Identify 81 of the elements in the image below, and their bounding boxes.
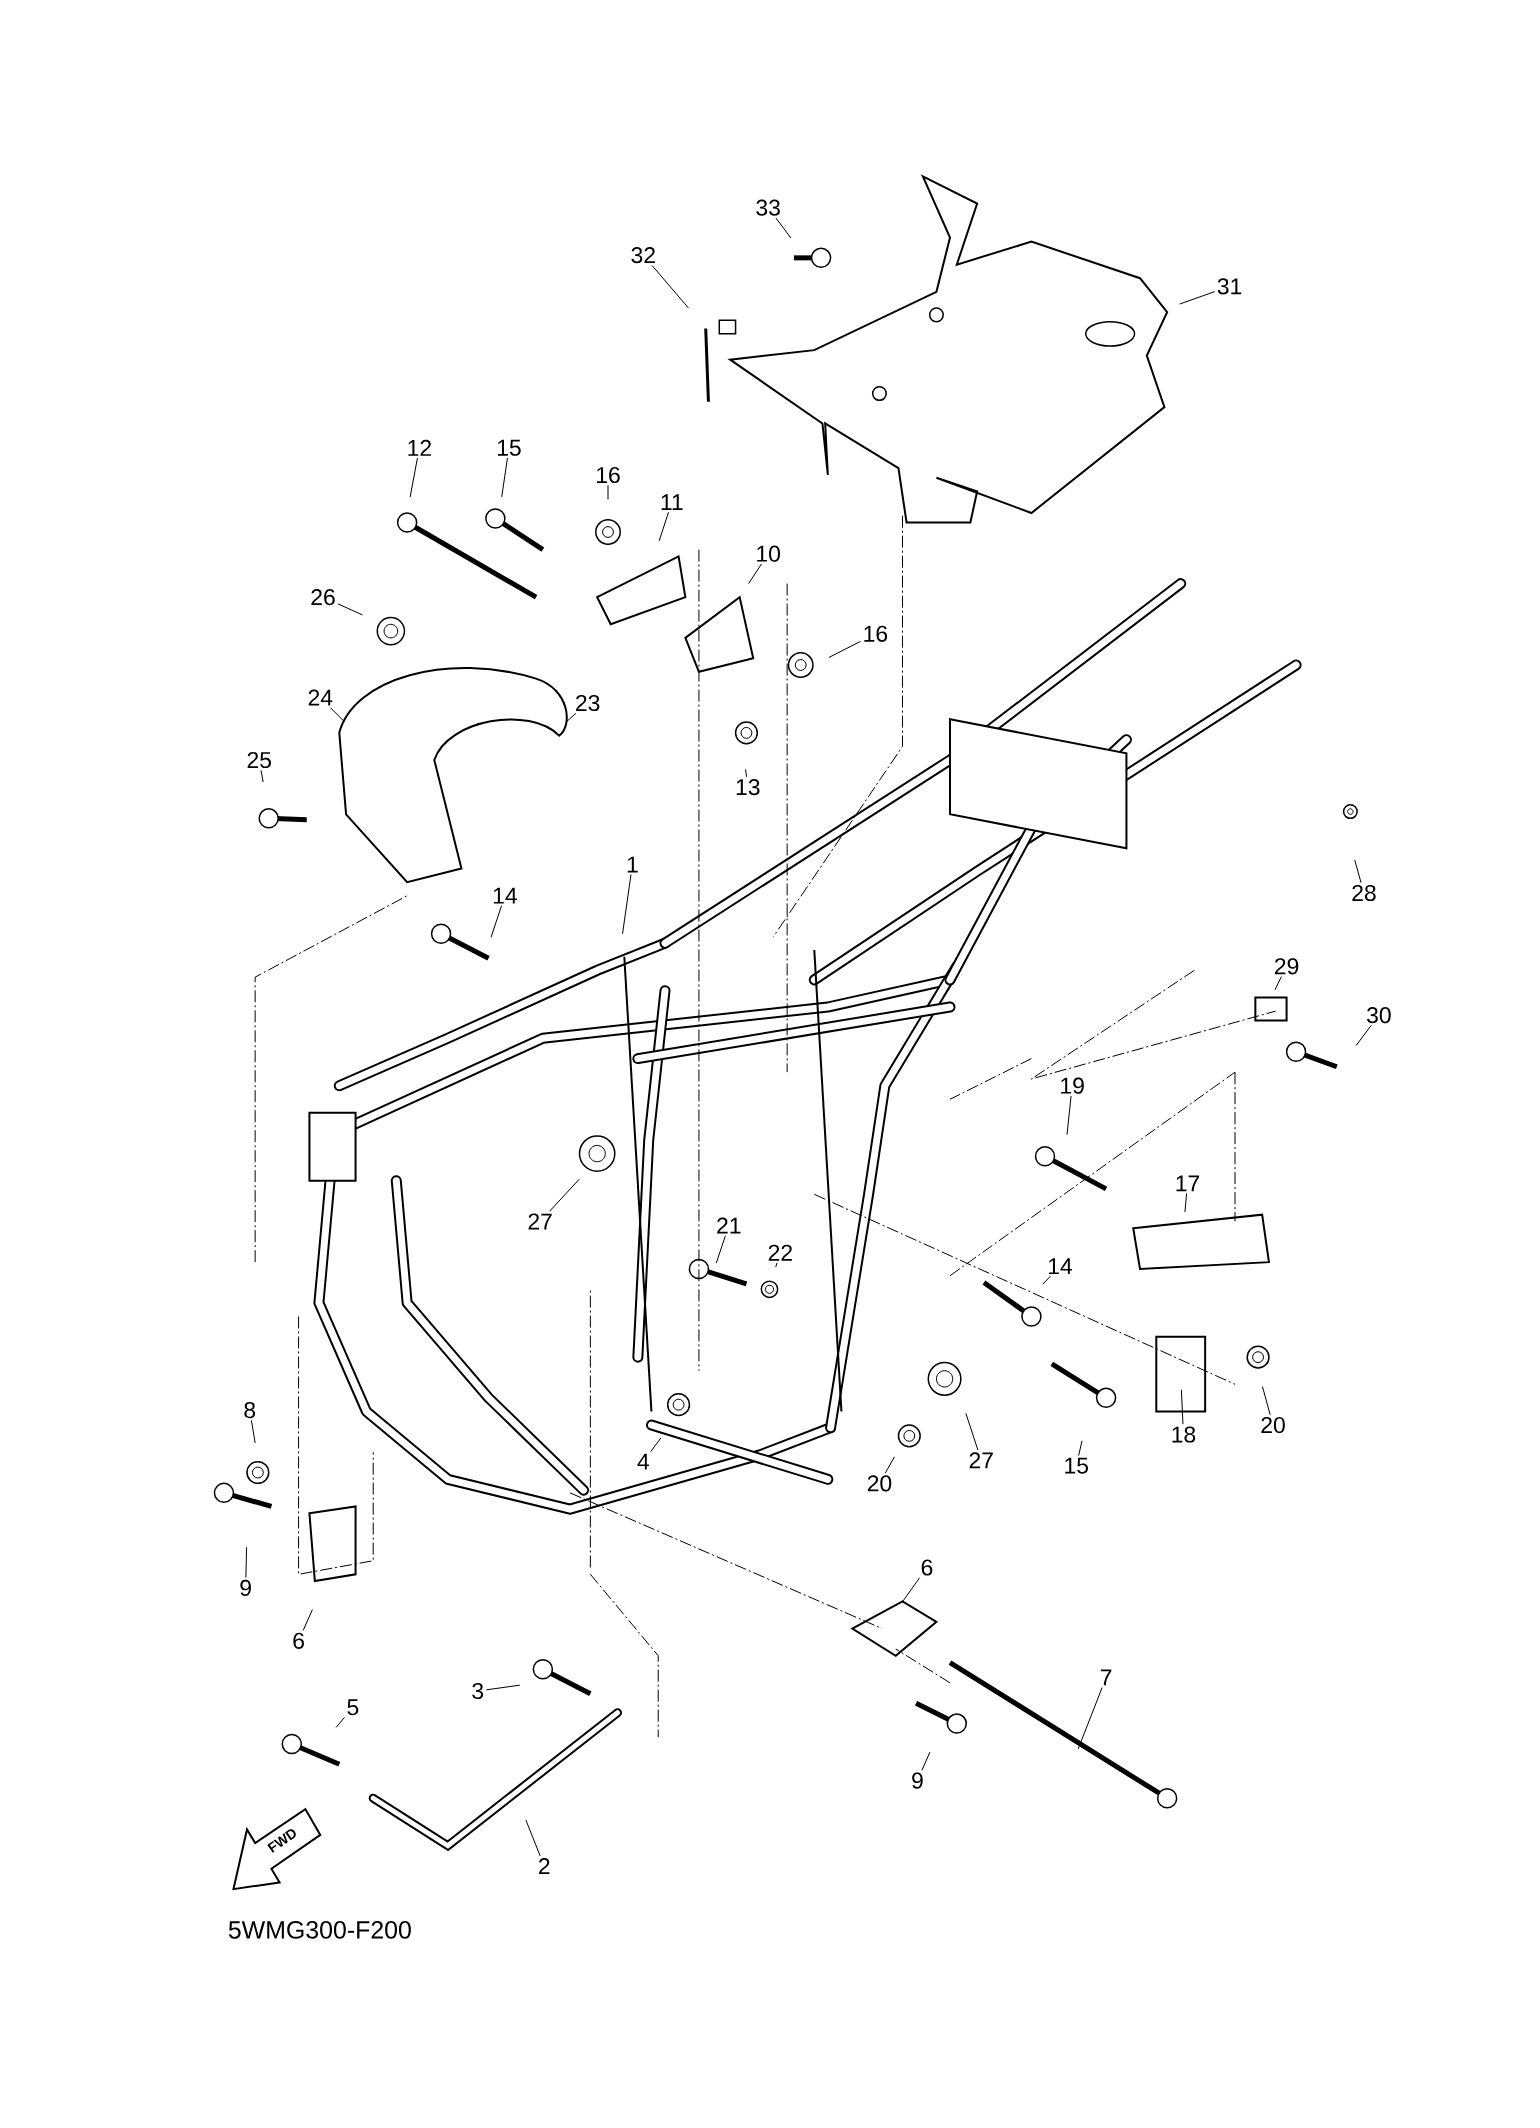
callout-number: 6 — [921, 1559, 933, 1576]
callout-number: 25 — [247, 751, 271, 769]
callout-number: 9 — [240, 1579, 251, 1596]
callout-number: 29 — [1274, 958, 1299, 975]
callout-number: 11 — [661, 494, 683, 511]
leader-line — [965, 1412, 979, 1451]
leader-line — [548, 1178, 580, 1212]
leader-line — [1042, 1275, 1051, 1285]
callout-number: 3 — [472, 1682, 483, 1700]
leader-line — [501, 457, 508, 498]
callout-number: 28 — [1352, 884, 1376, 902]
callout-number: 6 — [293, 1632, 304, 1649]
leader-line — [260, 769, 264, 783]
leader-line — [250, 1419, 256, 1444]
callout-number: 22 — [768, 1244, 792, 1261]
leader-line — [1066, 1095, 1072, 1136]
leader-line — [607, 484, 609, 500]
callout-number: 23 — [575, 694, 600, 712]
callout-number: 17 — [1176, 1175, 1199, 1192]
callout-number: 12 — [408, 439, 431, 456]
leader-line — [335, 1717, 345, 1728]
part-number: 5WMG300-F200 — [228, 1921, 411, 1939]
callout-number: 16 — [864, 625, 887, 642]
leader-line — [490, 905, 502, 938]
callout-number: 8 — [244, 1402, 255, 1419]
leader-line — [1261, 1385, 1271, 1416]
leader-line — [1274, 976, 1282, 991]
callout-number: 27 — [969, 1452, 993, 1469]
leader-line — [1355, 1024, 1372, 1047]
callout-number: 15 — [497, 439, 521, 456]
callout-number: 31 — [1217, 278, 1241, 295]
callout-number: 33 — [756, 199, 780, 216]
callout-number: 20 — [1261, 1416, 1285, 1434]
callout-number: 15 — [1065, 1457, 1088, 1474]
leader-line — [1180, 1389, 1184, 1425]
leader-line — [651, 264, 689, 309]
leader-line — [884, 1456, 895, 1474]
leader-line — [485, 1684, 521, 1691]
leader-line — [302, 1609, 313, 1631]
leader-line — [775, 217, 792, 239]
callout-number: 30 — [1366, 1007, 1391, 1024]
leader-line — [337, 603, 363, 616]
leader-line — [525, 1819, 541, 1857]
leader-line — [329, 707, 345, 722]
leader-line — [1184, 1193, 1187, 1213]
callout-number: 27 — [528, 1213, 552, 1230]
leader-line — [828, 640, 861, 659]
leader-line — [744, 768, 747, 778]
callout-number: 14 — [493, 887, 517, 904]
leader-line — [715, 1235, 726, 1264]
callout-number: 18 — [1172, 1426, 1195, 1443]
leader-line — [565, 712, 577, 723]
leader-line — [921, 1751, 931, 1771]
callout-number: 16 — [596, 466, 620, 484]
leader-line — [409, 457, 418, 498]
callout-number: 13 — [736, 779, 760, 796]
leader-line — [1077, 1687, 1103, 1750]
callout-number: 21 — [717, 1217, 741, 1234]
callout-number: 19 — [1061, 1077, 1084, 1094]
callout-number: 5 — [347, 1699, 359, 1716]
callout-number: 7 — [1100, 1669, 1112, 1686]
leader-line — [901, 1577, 920, 1603]
leader-line — [1354, 859, 1362, 884]
leader-line — [245, 1546, 247, 1579]
leader-line — [1179, 291, 1215, 305]
callout-number: 2 — [538, 1858, 550, 1875]
callout-number: 32 — [631, 247, 655, 264]
callout-number: 24 — [308, 689, 333, 706]
leader-line — [650, 1437, 662, 1453]
callout-number: 1 — [627, 856, 638, 873]
callout-number: 10 — [757, 545, 780, 562]
callout-number: 20 — [867, 1475, 892, 1492]
leader-line — [775, 1262, 778, 1268]
leader-line — [621, 874, 632, 935]
callout-number: 14 — [1048, 1258, 1072, 1275]
callout-number: 26 — [311, 589, 335, 606]
leader-line — [747, 563, 762, 585]
leader-line — [1077, 1440, 1083, 1457]
leader-line — [658, 511, 669, 542]
callout-number: 4 — [637, 1453, 649, 1470]
callout-number: 9 — [911, 1772, 923, 1789]
